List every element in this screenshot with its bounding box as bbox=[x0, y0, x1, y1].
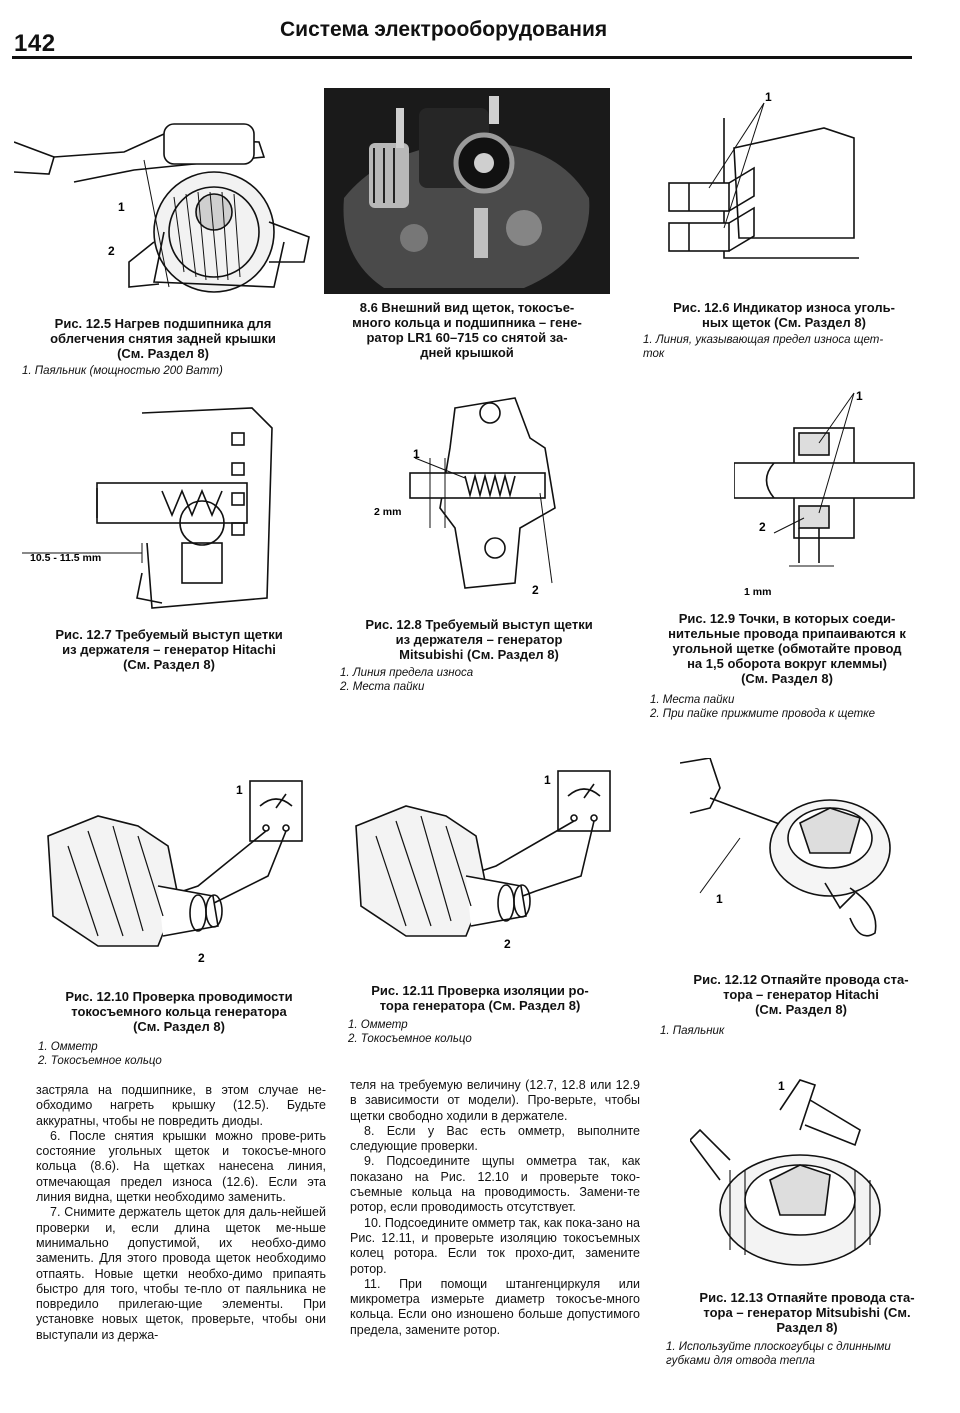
page-title: Система электрооборудования bbox=[280, 18, 608, 41]
body-text-column-2: теля на требуемую величину (12.7, 12.8 и… bbox=[350, 1078, 640, 1338]
figure-12-8-notes: 1. Линия предела износа 2. Места пайки bbox=[340, 667, 474, 693]
figure-12-9-dimension: 1 mm bbox=[744, 586, 771, 598]
header-rule bbox=[12, 56, 912, 59]
figure-12-13-notes: 1. Используйте плоскогубцы с длинными гу… bbox=[666, 1341, 891, 1367]
figure-12-8-illustration: 1 2 mm 2 bbox=[370, 388, 590, 608]
figure-12-9-caption: Рис. 12.9 Точки, в которых соеди- нитель… bbox=[668, 611, 906, 686]
figure-12-5-notes: 1. Паяльник (мощностью 200 Ватт) bbox=[22, 365, 223, 377]
figure-12-10-illustration: 1 2 bbox=[38, 776, 308, 976]
figure-12-9-illustration: 1 2 1 mm bbox=[734, 388, 924, 603]
figure-12-11-caption: Рис. 12.11 Проверка изоляции ро- тора ге… bbox=[371, 983, 589, 1013]
callout-2: 2 bbox=[108, 244, 115, 258]
callout-1: 1 bbox=[236, 783, 243, 797]
figure-12-11-notes: 1. Омметр 2. Токосъемное кольцо bbox=[348, 1019, 472, 1045]
figure-12-7-illustration: 10.5 - 11.5 mm bbox=[22, 403, 302, 618]
callout-2: 2 bbox=[504, 937, 511, 951]
paragraph: 6. После снятия крышки можно прове-рить … bbox=[36, 1128, 326, 1205]
paragraph: теля на требуемую величину (12.7, 12.8 и… bbox=[350, 1078, 640, 1123]
callout-2: 2 bbox=[532, 583, 539, 597]
figure-12-6-illustration: 1 bbox=[664, 88, 864, 288]
figure-12-8-dimension: 2 mm bbox=[374, 506, 401, 518]
callout-1: 1 bbox=[778, 1079, 785, 1093]
callout-1: 1 bbox=[765, 90, 772, 104]
figure-12-12-illustration: 1 bbox=[680, 758, 900, 958]
paragraph: 11. При помощи штангенциркуля или микром… bbox=[350, 1276, 640, 1337]
callout-2: 2 bbox=[198, 951, 205, 965]
callout-1: 1 bbox=[118, 200, 125, 214]
figure-12-7-dimension: 10.5 - 11.5 mm bbox=[30, 552, 101, 564]
paragraph: 7. Снимите держатель щеток для даль-нейш… bbox=[36, 1205, 326, 1342]
figure-8-6-photo bbox=[324, 88, 610, 294]
figure-12-6-caption: Рис. 12.6 Индикатор износа уголь- ных ще… bbox=[673, 300, 895, 330]
paragraph: 10. Подсоедините омметр так, как пока-за… bbox=[350, 1215, 640, 1276]
callout-1: 1 bbox=[716, 892, 723, 906]
figure-12-11-illustration: 1 2 bbox=[346, 766, 616, 966]
figure-8-6-caption: 8.6 Внешний вид щеток, токосъе- много ко… bbox=[352, 300, 582, 360]
callout-1: 1 bbox=[856, 389, 863, 403]
figure-12-5-caption: Рис. 12.5 Нагрев подшипника для облегчен… bbox=[50, 316, 276, 361]
callout-1: 1 bbox=[413, 447, 420, 461]
paragraph: 8. Если у Вас есть омметр, выполните сле… bbox=[350, 1123, 640, 1154]
figure-12-9-notes: 1. Места пайки 2. При пайке прижмите про… bbox=[650, 694, 876, 720]
callout-1: 1 bbox=[544, 773, 551, 787]
figure-12-10-caption: Рис. 12.10 Проверка проводимости токосъе… bbox=[65, 989, 293, 1034]
figure-12-12-caption: Рис. 12.12 Отпаяйте провода ста- тора – … bbox=[693, 972, 909, 1017]
figure-12-13-caption: Рис. 12.13 Отпаяйте провода ста- тора – … bbox=[699, 1290, 915, 1335]
figure-12-13-illustration: 1 bbox=[690, 1070, 920, 1270]
figure-12-12-notes: 1. Паяльник bbox=[660, 1025, 725, 1037]
callout-2: 2 bbox=[759, 520, 766, 534]
page-number: 142 bbox=[14, 30, 56, 57]
paragraph: 9. Подсоедините щупы омметра так, как по… bbox=[350, 1154, 640, 1215]
body-text-column-1: застряла на подшипнике, в этом случае не… bbox=[36, 1083, 326, 1343]
figure-12-7-caption: Рис. 12.7 Требуемый выступ щетки из держ… bbox=[55, 627, 283, 672]
paragraph: застряла на подшипнике, в этом случае не… bbox=[36, 1083, 326, 1128]
figure-12-10-notes: 1. Омметр 2. Токосъемное кольцо bbox=[38, 1041, 162, 1067]
figure-12-6-notes: 1. Линия, указывающая предел износа щет-… bbox=[643, 334, 884, 360]
figure-12-8-caption: Рис. 12.8 Требуемый выступ щетки из держ… bbox=[365, 617, 593, 662]
figure-12-5-illustration: 1 2 bbox=[14, 112, 314, 297]
